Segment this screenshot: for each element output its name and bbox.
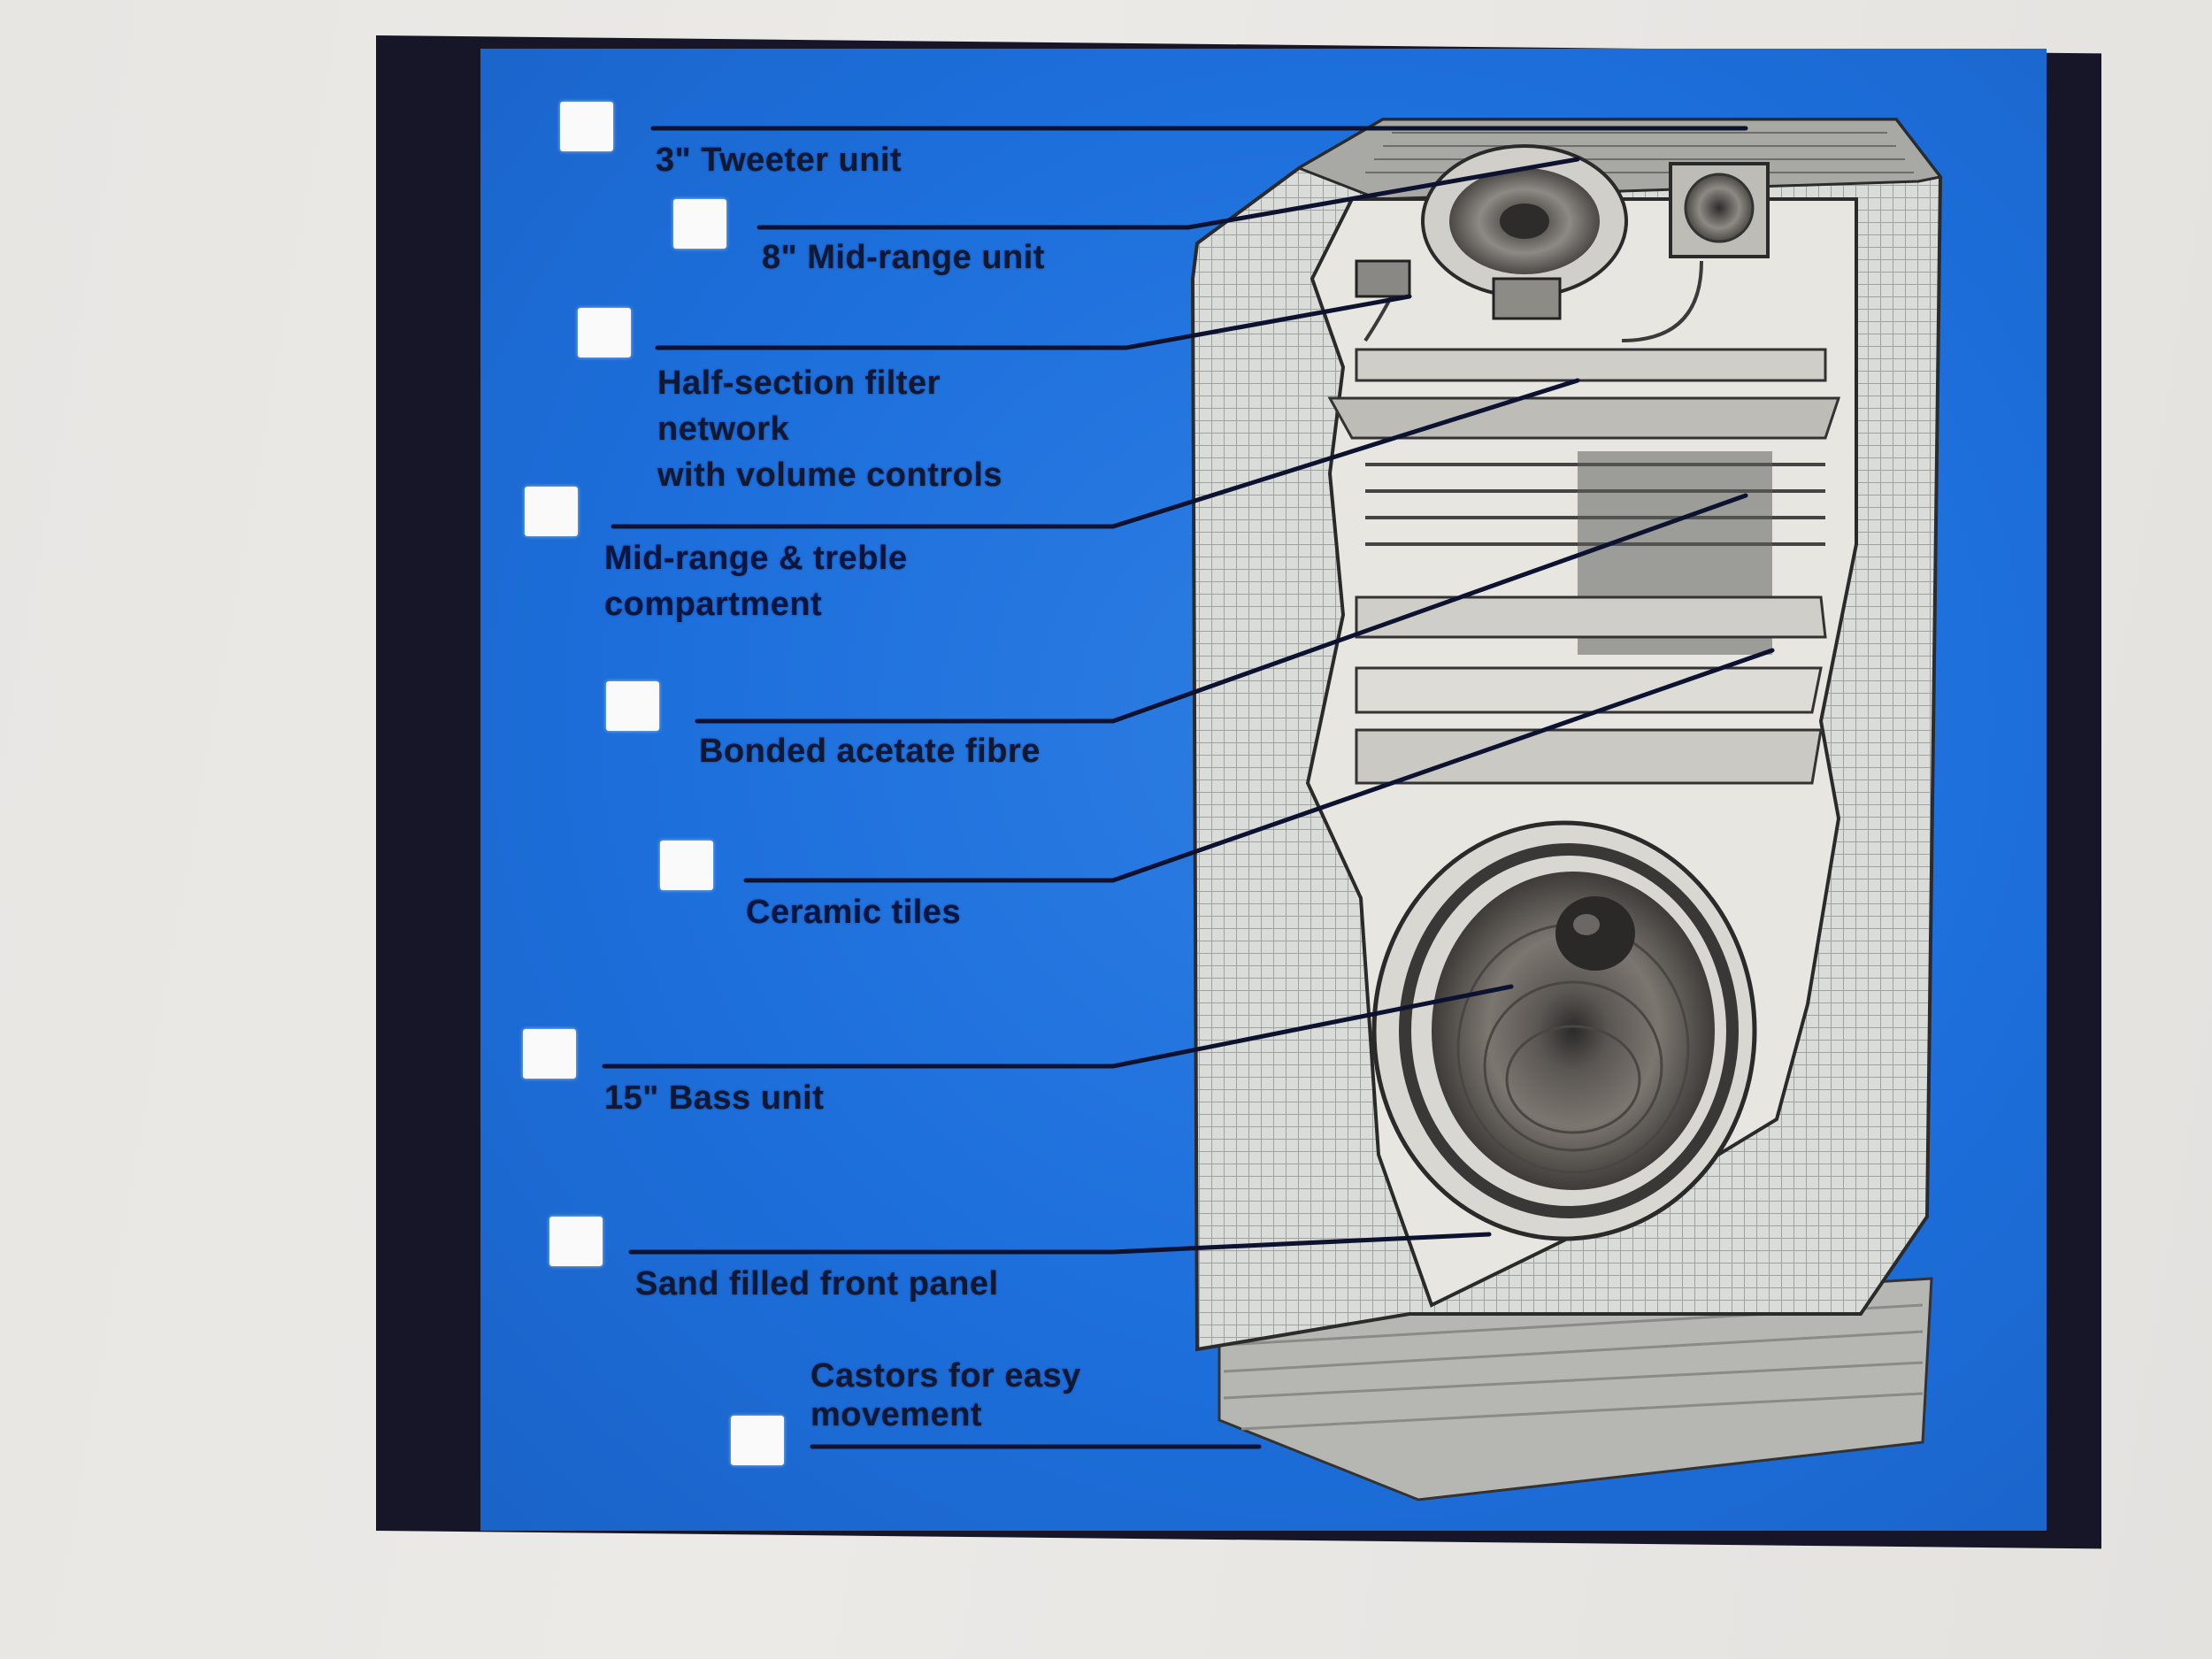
diagram-slide: 3" Tweeter unit 8" Mid-range unit Half-s… xyxy=(480,49,2047,1531)
checkbox-front-panel[interactable] xyxy=(549,1217,603,1266)
label-compartment: Mid-range & treble compartment xyxy=(604,540,908,623)
checkbox-compartment[interactable] xyxy=(525,487,578,536)
label-filter-network: Half-section filter network with volume … xyxy=(657,365,1003,494)
label-bass-unit: 15" Bass unit xyxy=(604,1079,825,1117)
leader-lines xyxy=(602,126,1775,1449)
label-tweeter: 3" Tweeter unit xyxy=(656,142,902,179)
label-ceramic-tiles: Ceramic tiles xyxy=(746,894,962,931)
checkbox-castors[interactable] xyxy=(731,1416,784,1465)
checkbox-bass-unit[interactable] xyxy=(523,1029,576,1079)
checkbox-acetate-fibre[interactable] xyxy=(606,681,659,731)
checkbox-ceramic-tiles[interactable] xyxy=(660,841,713,890)
speaker-illustration xyxy=(602,118,1943,1502)
label-front-panel: Sand filled front panel xyxy=(635,1265,999,1302)
checkbox-tweeter[interactable] xyxy=(560,102,613,151)
label-acetate-fibre: Bonded acetate fibre xyxy=(699,733,1041,770)
label-midrange-unit: 8" Mid-range unit xyxy=(762,239,1045,276)
checkbox-filter-network[interactable] xyxy=(578,308,631,357)
label-castors: Castors for easy movement xyxy=(810,1357,1081,1433)
checkbox-midrange-unit[interactable] xyxy=(673,199,726,249)
